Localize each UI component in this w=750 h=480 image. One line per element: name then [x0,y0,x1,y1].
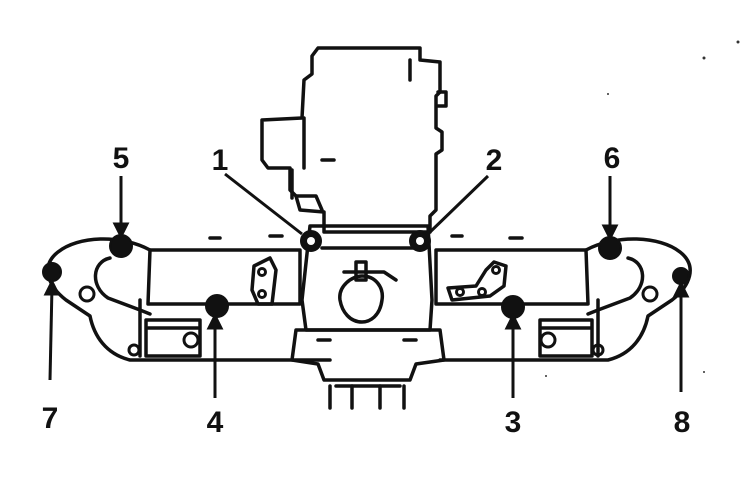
leader-1 [224,172,303,236]
callout-7: 7 [42,402,59,435]
linkage-brackets [250,256,508,324]
mounting-holes [78,265,659,357]
right-manifold-runner [434,234,692,362]
callout-5: 5 [113,142,130,175]
throttle-body [290,224,446,388]
callout-labels: 1 2 3 4 5 6 7 8 [42,142,691,439]
leader-2 [426,174,490,236]
left-manifold-runner [46,234,332,362]
bolt-7 [42,262,62,282]
carburetor [260,46,448,234]
bolt-markers [42,230,690,319]
bolt-4 [205,294,229,318]
callout-4: 4 [207,406,224,439]
mounting-studs [328,384,406,410]
scan-specks [545,40,740,377]
callout-2: 2 [486,144,503,177]
leader-lines [43,172,690,398]
leader-7 [48,285,54,381]
callout-3: 3 [505,406,522,439]
callout-6: 6 [604,142,621,175]
callout-1: 1 [212,144,229,177]
callout-8: 8 [674,406,691,439]
